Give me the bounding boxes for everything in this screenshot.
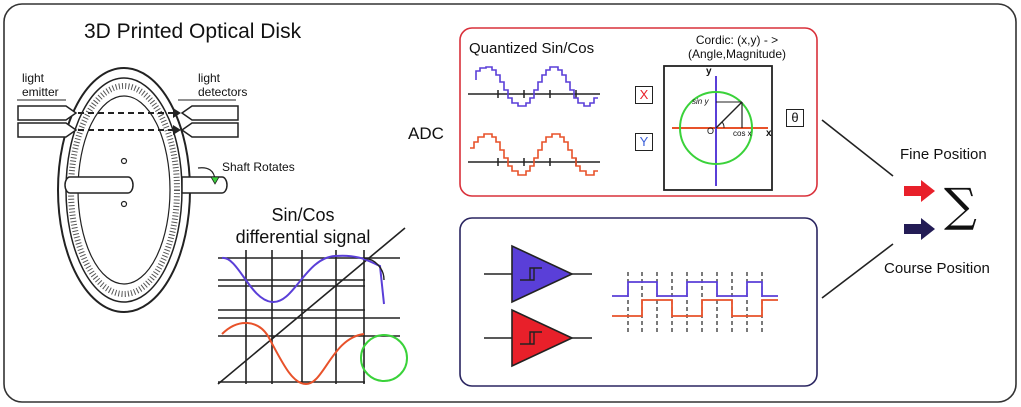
theta-output-box: θ <box>786 109 804 127</box>
page-title: 3D Printed Optical Disk <box>84 20 302 43</box>
quantized-sin <box>475 66 598 107</box>
quantized-label: Quantized Sin/Cos <box>469 40 595 57</box>
quantized-plot <box>468 66 600 176</box>
sincos-signal-plot <box>217 227 408 386</box>
adc-label: ADC <box>408 124 444 143</box>
connector-fine <box>821 119 894 177</box>
fine-arrow-icon <box>904 180 935 202</box>
shaft-rotates-label: Shaft Rotates <box>222 160 295 174</box>
light-emitters <box>17 99 78 138</box>
fine-position-label: Fine Position <box>900 146 987 163</box>
course-arrow-icon <box>904 218 935 240</box>
axis-x-label: x <box>766 128 772 139</box>
comparators <box>484 244 592 368</box>
cordic-plot <box>663 65 773 191</box>
origin-label: O <box>707 126 715 136</box>
unit-circle <box>360 334 408 382</box>
x-input-box: X <box>635 86 653 104</box>
square-wave-red <box>612 299 778 317</box>
square-wave-blue <box>612 281 778 297</box>
comparator-red-icon <box>511 308 574 368</box>
connector-course <box>821 243 894 299</box>
square-waves <box>612 272 778 332</box>
quantized-cos <box>470 133 598 176</box>
comparator-blue-icon <box>511 244 574 304</box>
light-beams <box>78 108 181 135</box>
adc-box <box>459 27 818 197</box>
shaft <box>64 167 228 194</box>
sum-symbol: ∑ <box>944 178 977 232</box>
light-detectors <box>178 99 239 138</box>
comparator-box <box>459 217 818 387</box>
sin-wave <box>221 254 385 305</box>
cos-wave <box>221 322 365 386</box>
rotation-arrow-icon <box>210 176 220 185</box>
cordic-label: Cordic: (x,y) - >(Angle,Magnitude) <box>687 33 787 61</box>
course-position-label: Course Position <box>884 260 990 277</box>
y-input-box: Y <box>635 133 653 151</box>
cos-x-label: cos x <box>733 129 752 138</box>
sin-y-label: sin y <box>692 97 709 106</box>
outer-frame <box>3 3 1017 403</box>
axis-y-label: y <box>706 66 712 77</box>
